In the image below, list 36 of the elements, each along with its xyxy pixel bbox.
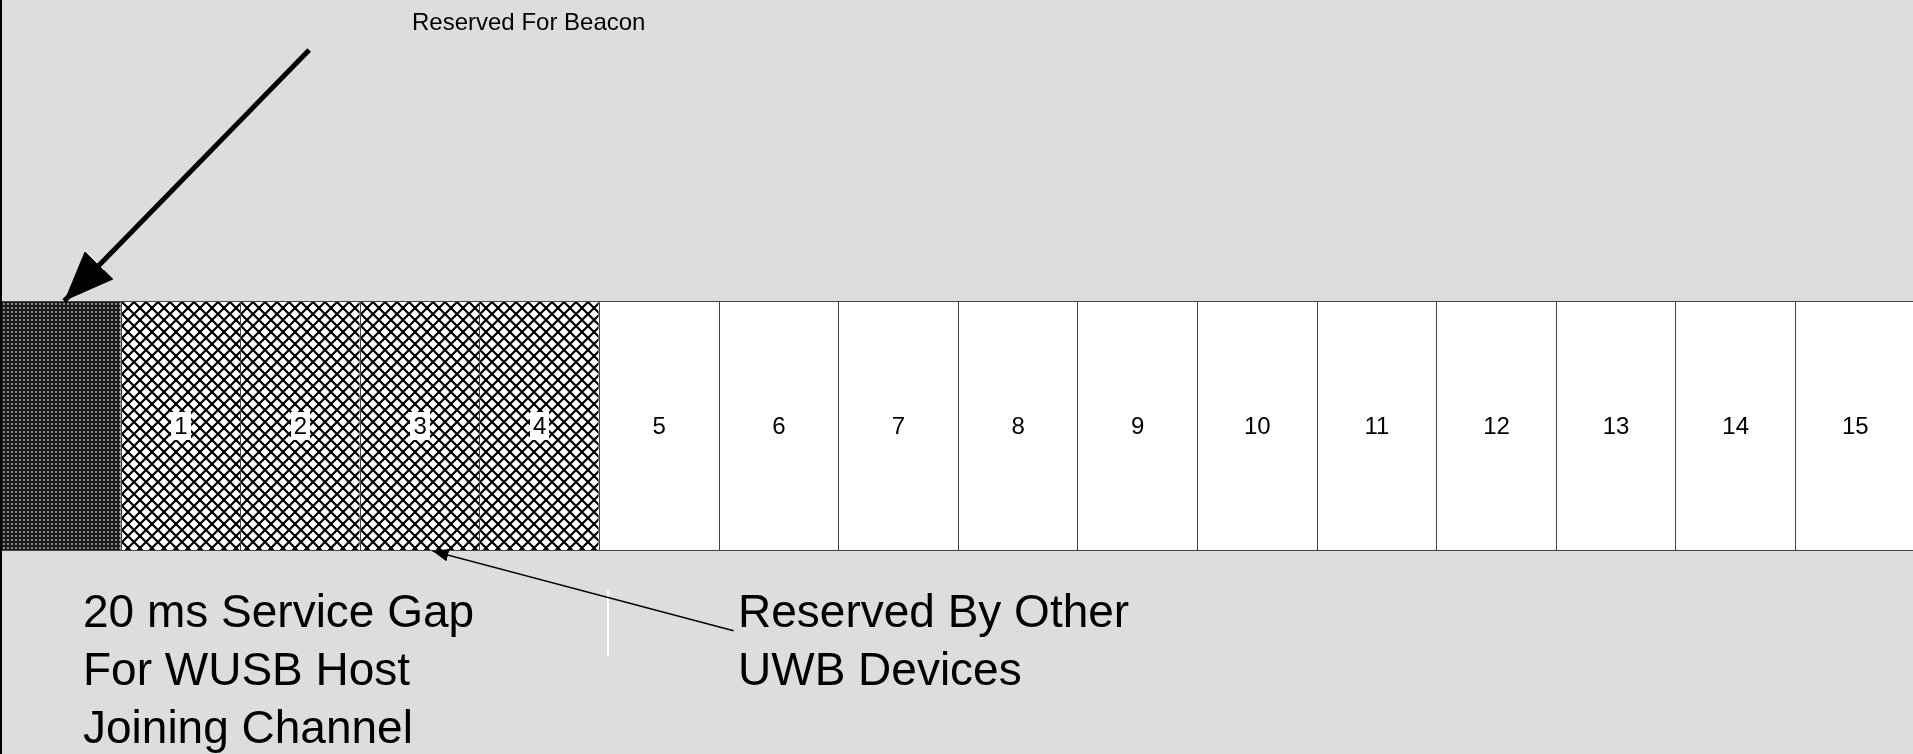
slot-number: 4 [530,412,550,440]
time-slot [1437,301,1557,551]
time-slot [121,301,242,551]
slot-number: 2 [290,412,311,440]
slot-number: 9 [1131,412,1145,440]
slot-number: 14 [1722,412,1750,440]
time-slot [1796,301,1913,551]
arrow [431,548,735,632]
slot-number: 11 [1364,412,1390,440]
time-slot [839,301,959,551]
time-slot [1317,301,1438,551]
slot-number: 6 [772,412,786,440]
beacon-slot [2,301,122,551]
slot-number: 13 [1602,412,1630,440]
slot-number: 15 [1841,412,1869,440]
slot-number: 5 [652,412,666,440]
callout-text: Reserved For Beacon [300,6,682,50]
time-slot [241,301,361,551]
time-slot [1078,301,1198,551]
time-slot [1676,301,1796,551]
time-slot [1198,301,1318,551]
arrow [62,48,311,303]
time-slot [360,301,481,551]
time-slot [719,301,840,551]
time-slot [600,301,720,551]
slot-number: 10 [1243,412,1271,440]
note-text: 20 ms Service Gap For WUSB Host Joining Channel [83,584,476,754]
callout-text: Reserved By Other UWB Devices [738,582,1178,698]
slot-number: 8 [1011,412,1025,440]
slot-number: 3 [410,412,430,440]
slot-number: 1 [171,412,191,440]
slot-number: 12 [1483,412,1510,440]
time-slot [958,301,1079,551]
slot-number: 7 [891,412,906,440]
time-slot [1556,301,1677,551]
time-slot [480,301,600,551]
